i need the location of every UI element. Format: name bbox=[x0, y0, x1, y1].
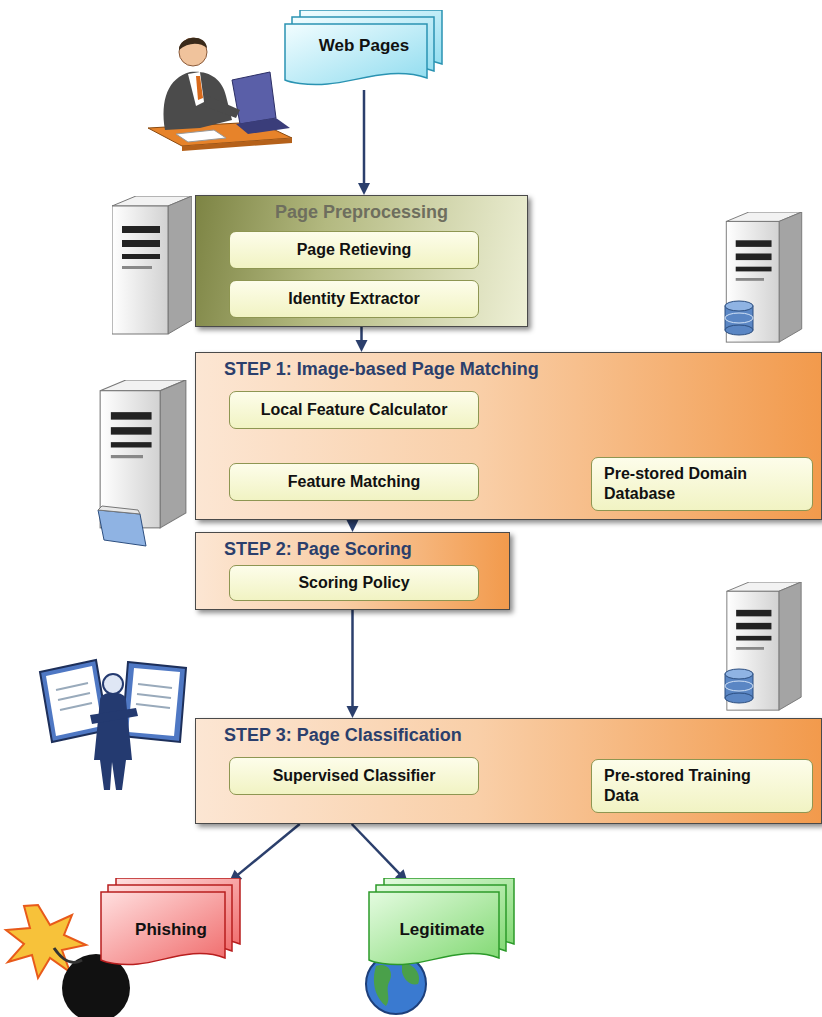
process-box: Page Retieving bbox=[229, 231, 479, 269]
process-box: Feature Matching bbox=[229, 463, 479, 501]
flow-arrow bbox=[356, 327, 368, 352]
stage-panel: STEP 2: Page ScoringScoring Policy bbox=[195, 532, 510, 610]
process-label: Scoring Policy bbox=[298, 574, 409, 592]
process-label: Identity Extractor bbox=[288, 290, 420, 308]
stage-panel: STEP 3: Page ClassificationSupervised Cl… bbox=[195, 718, 822, 824]
process-label: Pre-stored Training Data bbox=[604, 766, 754, 806]
stage-heading: Page Preprocessing bbox=[196, 202, 527, 223]
document-label: Web Pages bbox=[272, 36, 456, 56]
data-store-box: Pre-stored Training Data bbox=[591, 759, 813, 813]
process-box: Scoring Policy bbox=[229, 565, 479, 601]
flow-arrow bbox=[347, 610, 359, 718]
process-box: Identity Extractor bbox=[229, 280, 479, 318]
stage-panel: Page PreprocessingPage RetievingIdentity… bbox=[195, 195, 528, 327]
flow-arrow bbox=[229, 824, 300, 882]
document-stack: Web Pages bbox=[272, 10, 456, 90]
flow-arrow bbox=[347, 520, 359, 532]
document-stack: Phishing bbox=[88, 878, 254, 970]
process-label: Local Feature Calculator bbox=[261, 401, 448, 419]
stage-heading: STEP 1: Image-based Page Matching bbox=[224, 359, 539, 380]
flow-arrow bbox=[352, 824, 408, 882]
folder-icon bbox=[98, 506, 146, 546]
process-label: Pre-stored Domain Database bbox=[604, 464, 754, 504]
process-label: Feature Matching bbox=[288, 473, 420, 491]
reviewers-illustration bbox=[40, 660, 186, 790]
flow-arrow bbox=[358, 90, 370, 195]
document-stack: Legitimate bbox=[356, 878, 528, 970]
process-box: Supervised Classifier bbox=[229, 757, 479, 795]
document-label: Legitimate bbox=[356, 920, 528, 940]
process-box: Local Feature Calculator bbox=[229, 391, 479, 429]
process-label: Page Retieving bbox=[297, 241, 412, 259]
user-illustration bbox=[148, 38, 292, 151]
data-store-box: Pre-stored Domain Database bbox=[591, 457, 813, 511]
stage-heading: STEP 2: Page Scoring bbox=[224, 539, 412, 560]
document-label: Phishing bbox=[88, 920, 254, 940]
stage-heading: STEP 3: Page Classification bbox=[224, 725, 462, 746]
process-label: Supervised Classifier bbox=[273, 767, 436, 785]
stage-panel: STEP 1: Image-based Page MatchingLocal F… bbox=[195, 352, 822, 520]
